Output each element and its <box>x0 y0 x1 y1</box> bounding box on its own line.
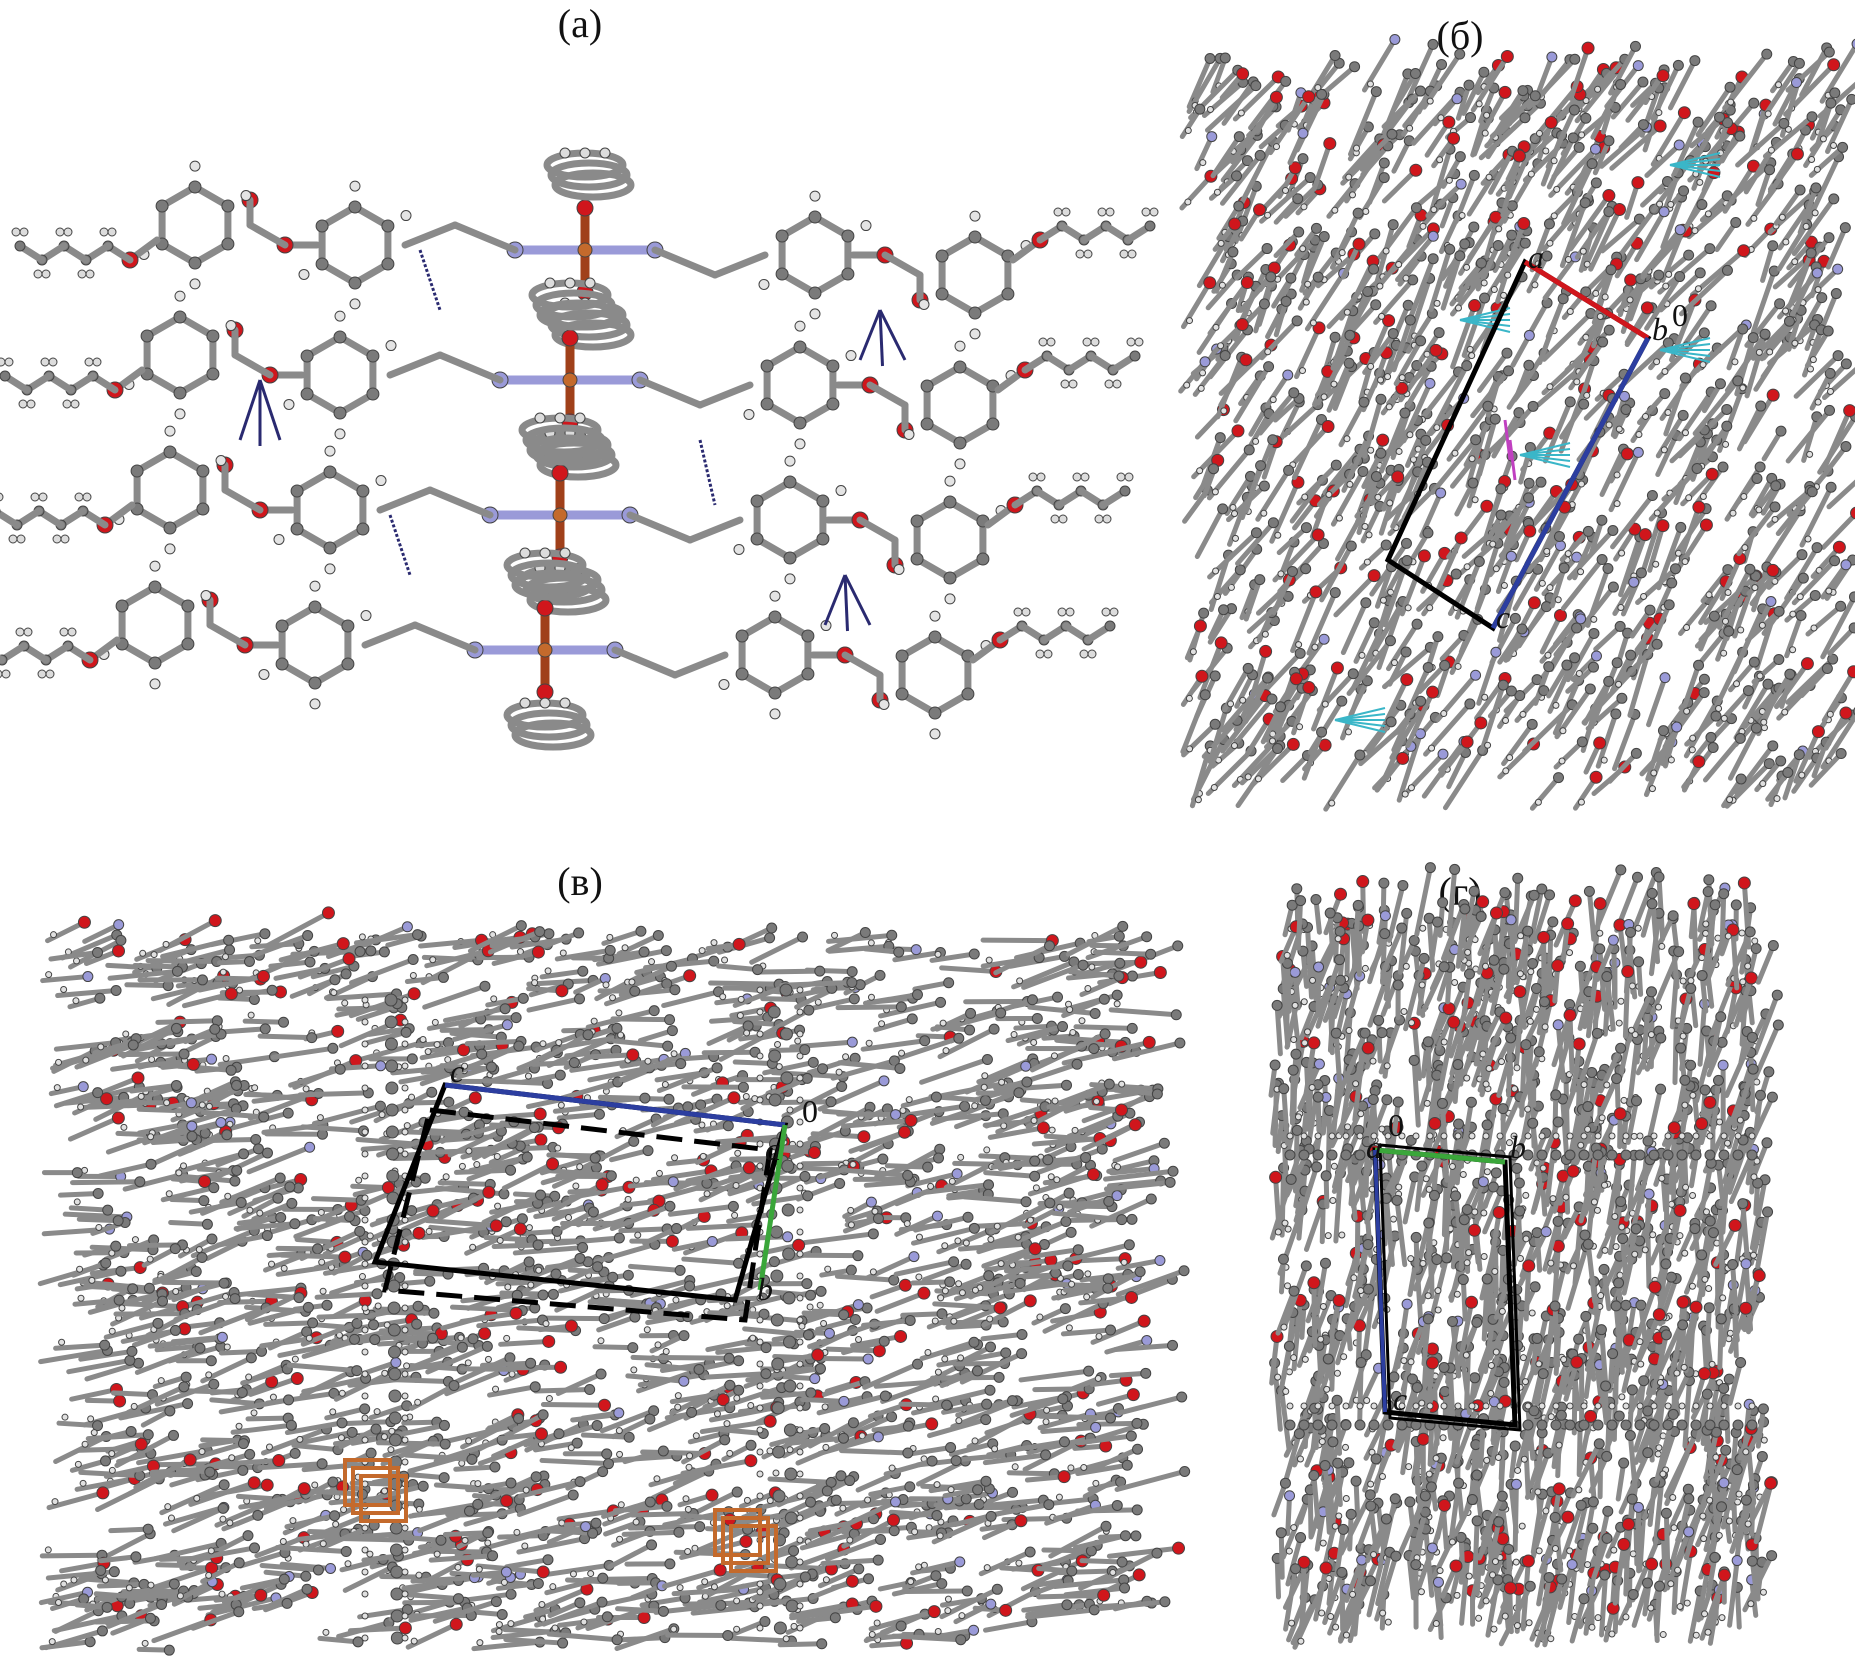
axis-b-line-c <box>757 1124 788 1291</box>
copper-atom <box>562 372 578 388</box>
axis-label-b-c: b <box>757 1271 773 1307</box>
panel-label-d: (г) <box>1438 869 1482 914</box>
unit-cell-b <box>1384 258 1652 632</box>
axis-c-line-d <box>1373 1149 1387 1413</box>
contact-line <box>258 379 282 441</box>
origin-label-c: 0 <box>802 1093 818 1129</box>
contact-line <box>858 309 882 361</box>
axis-label-c-d: c <box>1393 1381 1407 1417</box>
axis-label-a-c: a <box>765 1131 781 1167</box>
origin-label-d: 0 <box>1388 1107 1404 1143</box>
contact-line <box>843 574 849 632</box>
origin-label-b: 0 <box>1672 297 1688 333</box>
panel-label-a: (а) <box>557 1 603 46</box>
panel-label-b: (б) <box>1436 13 1484 58</box>
contact-line <box>388 514 412 576</box>
axis-label-a-d: a <box>1366 1129 1382 1165</box>
contact-line <box>823 574 847 626</box>
copper-atom <box>552 507 568 523</box>
axis-c-line-c <box>444 1082 786 1128</box>
copper-atom <box>577 242 593 258</box>
axis-b-line-d <box>1374 1147 1506 1165</box>
unit-cell-d <box>1372 1147 1518 1428</box>
axis-label-c-b: c <box>1496 599 1510 635</box>
axis-a-line-b <box>1523 259 1650 341</box>
contact-line <box>878 309 884 367</box>
contact-line <box>238 379 262 441</box>
contact-line <box>418 249 442 311</box>
contact-line <box>698 439 717 506</box>
axis-c-line-b <box>1490 336 1651 630</box>
unit-cell-dashed-c <box>381 1107 773 1323</box>
copper-atom <box>537 642 553 658</box>
axis-label-b-d: b <box>1510 1129 1526 1165</box>
unit-cell-c <box>371 1082 789 1303</box>
unit-cell-outer-d <box>1378 1143 1522 1432</box>
contact-line <box>843 574 872 626</box>
axis-label-a-b: a <box>1528 239 1544 275</box>
axis-label-b-b: b <box>1652 311 1668 347</box>
panel-label-c: (в) <box>557 859 603 904</box>
axis-label-c-c: c <box>450 1053 464 1089</box>
contact-line <box>878 309 907 361</box>
